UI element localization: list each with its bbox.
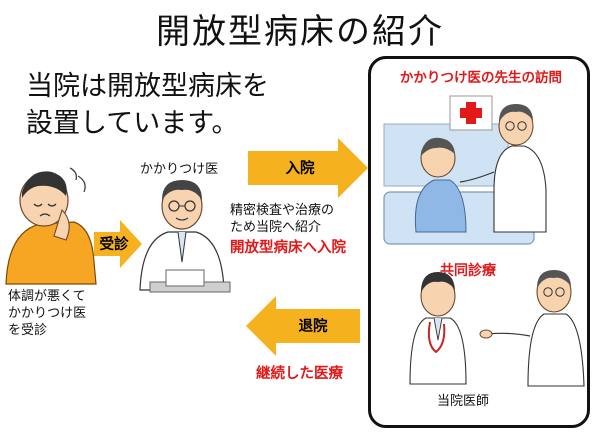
patient-note: 体調が悪くて かかりつけ医 を受診 [8, 288, 86, 339]
joint-care-title: 共同診療 [440, 263, 496, 279]
intro-line-2: 設置しています。 [26, 108, 239, 139]
hospital-panel [368, 56, 590, 428]
admit-note-line-1: 精密検査や治療の [230, 203, 335, 218]
discharge-arrow: 退院 [246, 296, 360, 356]
intro-line-1: 当院は開放型病床を [26, 71, 269, 102]
consult-arrow-label: 受診 [100, 235, 129, 253]
family-doctor-illustration [139, 180, 231, 293]
discharge-arrow-label: 退院 [299, 317, 328, 335]
patient-note-line-1: 体調が悪くて [8, 289, 86, 304]
admit-arrow-label: 入院 [286, 159, 315, 177]
open-bed-admission: 開放型病床へ入院 [230, 240, 346, 256]
patient-note-line-3: を受診 [8, 323, 48, 338]
hospital-visit-illustration [383, 95, 547, 245]
sick-patient-illustration [5, 167, 97, 285]
page-title: 開放型病床の紹介 [156, 12, 444, 52]
continued-care: 継続した医療 [256, 366, 343, 382]
patient-note-line-2: かかりつけ医 [8, 306, 87, 321]
admit-arrow: 入院 [248, 138, 368, 198]
family-doctor-label: かかりつけ医 [140, 162, 219, 177]
consult-arrow: 受診 [94, 220, 142, 268]
admit-note: 精密検査や治療の ため当院へ紹介 [230, 202, 334, 236]
admit-note-line-2: ため当院へ紹介 [230, 220, 322, 235]
joint-care-illustration [409, 270, 585, 387]
visit-title: かかりつけ医の先生の訪問 [399, 70, 563, 86]
intro-text: 当院は開放型病床を 設置しています。 [26, 68, 269, 142]
hospital-doctor-label: 当院医師 [437, 394, 490, 409]
